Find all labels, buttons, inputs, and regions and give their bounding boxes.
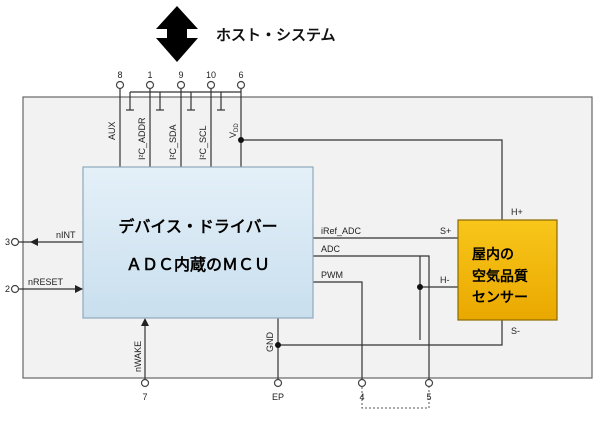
mcu-title-line1: デバイス・ドライバー — [118, 217, 277, 236]
pin-number-adc: 5 — [426, 392, 431, 402]
signal-iref-adc: iRef_ADC — [321, 226, 362, 236]
sensor-pin-h-minus: H- — [440, 275, 450, 285]
signal-gnd: GND — [265, 332, 275, 353]
signal-pwm: PWM — [321, 270, 343, 280]
sensor-block — [457, 219, 558, 321]
sensor-pin-s-plus: S+ — [440, 226, 451, 236]
pin-number-i2c-addr: 1 — [147, 70, 152, 80]
signal-nreset: nRESET — [28, 277, 64, 287]
signal-aux: AUX — [107, 121, 117, 140]
bottom-pin-circles — [140, 378, 434, 388]
signal-vdd: VDD — [228, 123, 240, 138]
mcu-block — [82, 166, 314, 319]
sensor-pin-s-minus: S- — [511, 326, 520, 336]
sensor-title-line3: センサー — [472, 289, 528, 305]
top-pin-lines — [119, 85, 242, 167]
pin-number-gnd: EP — [272, 392, 284, 402]
signal-i2c-scl: I²C_SCL — [198, 125, 208, 160]
signal-i2c-sda: I²C_SDA — [168, 124, 178, 160]
pin-number-nwake: 7 — [142, 392, 147, 402]
nint-arrowhead — [30, 238, 38, 246]
signal-i2c-addr: I²C_ADDR — [137, 117, 147, 160]
sensor-wiring — [241, 139, 503, 380]
top-pin-circles — [115, 80, 246, 90]
pin-number-aux: 8 — [117, 70, 122, 80]
signal-nwake: nWAKE — [133, 341, 143, 372]
signal-adc: ADC — [321, 244, 341, 254]
sensor-title-line2: 空気品質 — [472, 268, 528, 284]
sensor-pin-h-plus: H+ — [511, 207, 523, 217]
pin-number-i2c-scl: 10 — [206, 70, 216, 80]
pullup-bus — [126, 91, 241, 111]
external-loopback — [361, 387, 430, 409]
pin-number-nint: 3 — [5, 237, 10, 247]
nreset-arrowhead — [75, 285, 83, 293]
host-bus-arrow — [156, 6, 198, 62]
nwake-arrowhead — [141, 318, 149, 326]
left-pin-lines — [15, 241, 83, 290]
pin-number-i2c-sda: 9 — [178, 70, 183, 80]
mcu-title-line2: ＡＤＣ内蔵のＭＣＵ — [126, 255, 270, 274]
pin-number-nreset: 2 — [5, 284, 10, 294]
sensor-title-line1: 屋内の — [472, 246, 514, 262]
left-pin-circles — [10, 237, 20, 294]
junction-dots — [238, 137, 423, 348]
pin-number-vdd: 6 — [238, 70, 243, 80]
signal-nint: nINT — [56, 230, 76, 240]
host-system-label: ホスト・システム — [216, 27, 336, 44]
